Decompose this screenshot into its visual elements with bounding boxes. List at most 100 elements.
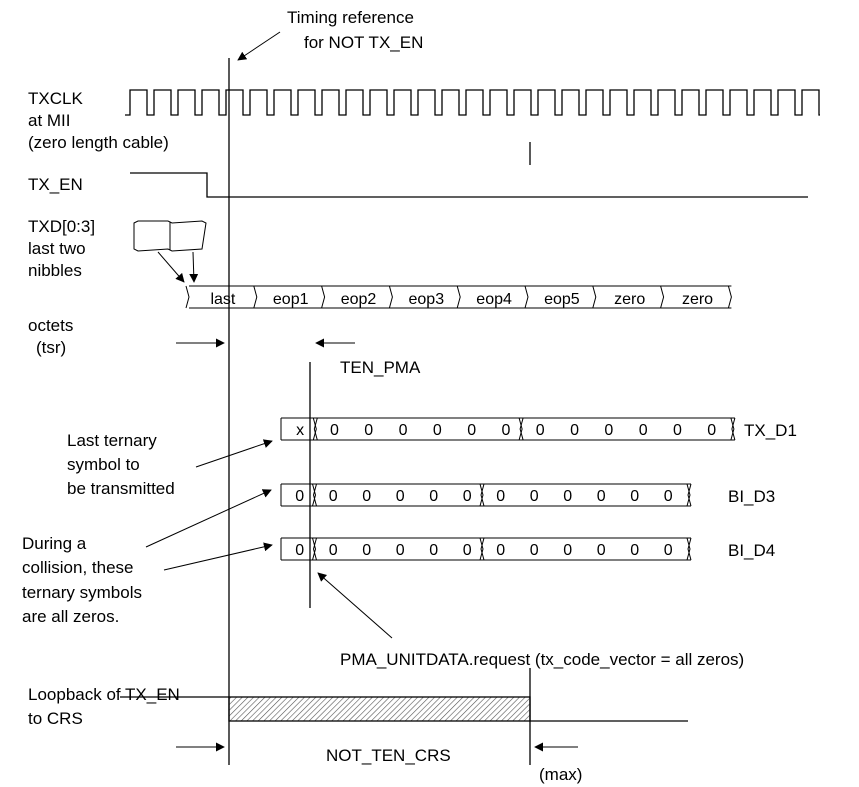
ten-pma-label: TEN_PMA xyxy=(340,358,421,377)
octets-cell-boundary xyxy=(321,285,326,309)
pma-request-arrow xyxy=(317,572,393,639)
symbol-group-boundary xyxy=(480,483,485,507)
txd-label-line1: TXD[0:3] xyxy=(28,217,95,236)
octets-cell-boundary xyxy=(253,285,258,309)
txclk-label-line1: TXCLK xyxy=(28,89,83,108)
symbol-cell: 0 xyxy=(362,488,371,505)
last-ternary-line3: be transmitted xyxy=(67,479,175,498)
symbol-cell: 0 xyxy=(463,542,472,559)
collision-note-line3: ternary symbols xyxy=(22,583,142,602)
octets-cell-boundary xyxy=(456,285,461,309)
symbol-row-name: TX_D1 xyxy=(744,421,797,440)
symbol-cell: 0 xyxy=(630,542,639,559)
symbol-cell: 0 xyxy=(364,422,373,439)
symbol-cell: 0 xyxy=(536,422,545,439)
symbol-cell: 0 xyxy=(496,542,505,559)
octets-cell-boundary xyxy=(524,285,529,309)
txclk-waveform xyxy=(125,89,820,116)
tx-en-waveform xyxy=(130,172,808,198)
octet-cell: zero xyxy=(614,291,645,308)
last-ternary-arrow xyxy=(195,439,273,468)
symbol-row-name: BI_D3 xyxy=(728,487,775,506)
octet-cell: eop4 xyxy=(476,291,512,308)
symbol-cell: 0 xyxy=(501,422,510,439)
symbol-cell: 0 xyxy=(463,488,472,505)
symbol-cell: 0 xyxy=(664,488,673,505)
symbol-group-boundary xyxy=(479,483,484,507)
symbol-group-boundary xyxy=(731,417,736,441)
symbol-cell: 0 xyxy=(597,488,606,505)
symbol-group-boundary xyxy=(686,483,691,507)
octet-cell: eop5 xyxy=(544,291,580,308)
txclk-label-line3: (zero length cable) xyxy=(28,133,169,152)
collision-arrow-bi-d4 xyxy=(163,542,273,571)
symbol-cell: 0 xyxy=(295,542,304,559)
symbol-group-boundary xyxy=(312,537,317,561)
symbol-cell: 0 xyxy=(330,422,339,439)
collision-note-line2: collision, these xyxy=(22,558,134,577)
txd-nibble-cells xyxy=(133,220,207,252)
symbol-cell: 0 xyxy=(563,542,572,559)
symbol-cell: 0 xyxy=(530,488,539,505)
timing-reference-line2: for NOT TX_EN xyxy=(304,33,423,52)
symbol-cell: 0 xyxy=(570,422,579,439)
symbol-group-boundary xyxy=(479,537,484,561)
symbol-cell: 0 xyxy=(362,542,371,559)
symbol-cell: 0 xyxy=(496,488,505,505)
symbol-cell: 0 xyxy=(604,422,613,439)
symbol-cell: 0 xyxy=(295,488,304,505)
octets-cell-boundary xyxy=(660,285,665,309)
octet-cell: last xyxy=(210,291,235,308)
txd-label-line3: nibbles xyxy=(28,261,82,280)
not-ten-crs-label: NOT_TEN_CRS xyxy=(326,746,451,765)
octets-cell-boundary xyxy=(185,285,190,309)
octet-cell: eop1 xyxy=(273,291,309,308)
symbol-cell: 0 xyxy=(467,422,476,439)
symbol-cell: 0 xyxy=(530,542,539,559)
loopback-label-line2: to CRS xyxy=(28,709,83,728)
octets-label-line1: octets xyxy=(28,316,73,335)
symbol-cell: 0 xyxy=(329,542,338,559)
symbol-group-boundary xyxy=(312,537,317,561)
collision-arrow-bi-d3 xyxy=(145,489,272,548)
last-ternary-line1: Last ternary xyxy=(67,431,157,450)
symbol-group-boundary xyxy=(312,483,317,507)
max-label: (max) xyxy=(539,765,582,784)
symbol-group-boundary xyxy=(312,483,317,507)
octets-cell-boundary xyxy=(388,285,393,309)
timing-reference-line1: Timing reference xyxy=(287,8,414,27)
symbol-cell: 0 xyxy=(597,542,606,559)
octets-cell-boundary xyxy=(727,285,732,309)
symbol-cell: 0 xyxy=(429,542,438,559)
octets-cell-boundary xyxy=(592,285,597,309)
collision-note-line1: During a xyxy=(22,534,87,553)
symbol-cell: 0 xyxy=(396,488,405,505)
symbol-row-name: BI_D4 xyxy=(728,541,775,560)
symbol-group-boundary xyxy=(518,417,523,441)
symbol-cell: 0 xyxy=(673,422,682,439)
symbol-cell: 0 xyxy=(396,542,405,559)
symbol-group-boundary xyxy=(519,417,524,441)
last-ternary-line2: symbol to xyxy=(67,455,140,474)
crs-hatched-region xyxy=(228,696,531,722)
txd-arrow-1 xyxy=(157,251,185,283)
symbol-group-boundary xyxy=(730,417,735,441)
txd-label-line2: last two xyxy=(28,239,86,258)
octet-cell: zero xyxy=(682,291,713,308)
symbol-cell: 0 xyxy=(707,422,716,439)
symbol-cell: 0 xyxy=(329,488,338,505)
octet-cell: eop3 xyxy=(409,291,445,308)
symbol-group-boundary xyxy=(687,537,692,561)
txclk-label-line2: at MII xyxy=(28,111,71,130)
symbol-cell: 0 xyxy=(429,488,438,505)
symbol-cell: 0 xyxy=(639,422,648,439)
symbol-group-boundary xyxy=(312,417,317,441)
symbol-group-boundary xyxy=(687,483,692,507)
symbol-cell: 0 xyxy=(399,422,408,439)
txd-arrow-2 xyxy=(189,251,199,283)
octets-label-line2: (tsr) xyxy=(36,338,66,357)
